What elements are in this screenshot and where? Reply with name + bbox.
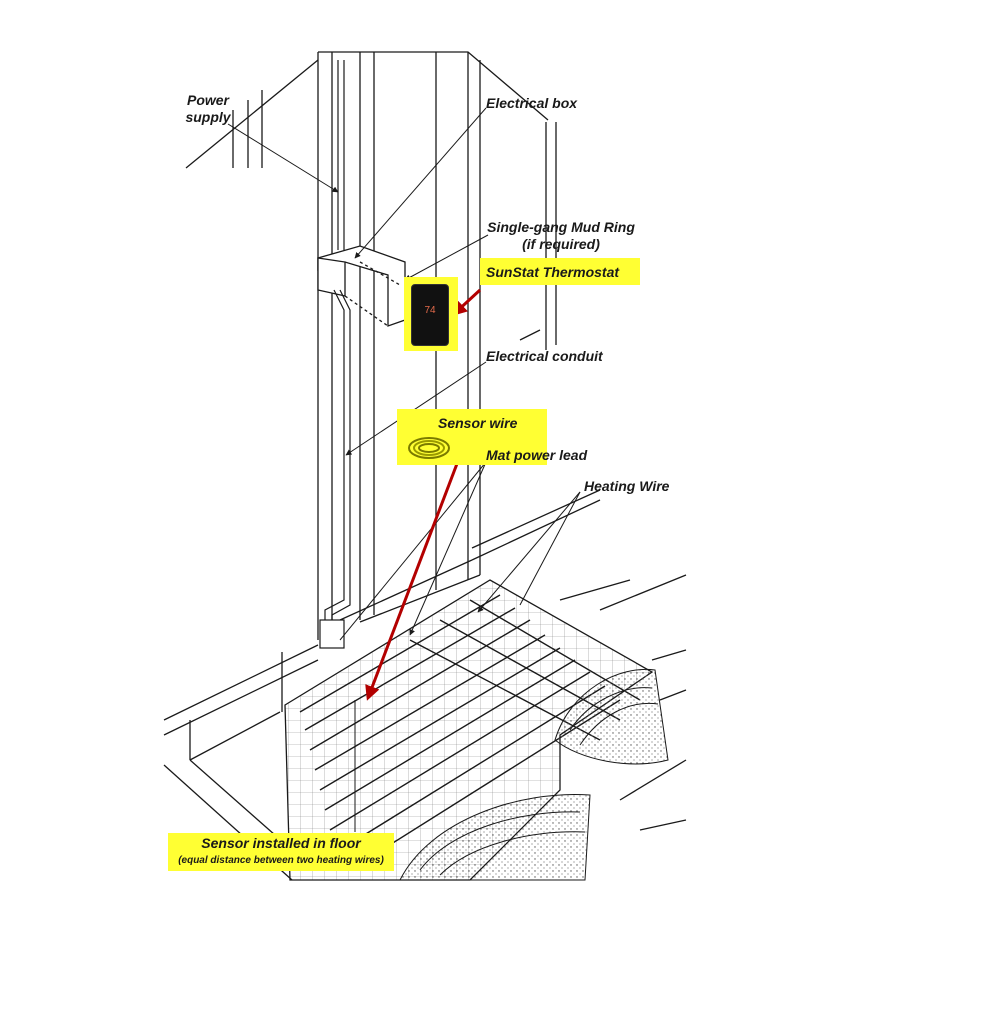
sensor-wire-coil-icon [408,437,450,459]
mud-ring-line1: Single-gang Mud Ring [487,219,635,235]
power-supply-label: Power supply [178,92,238,126]
electrical-box-label: Electrical box [486,95,578,111]
sensor-floor-highlight [168,833,394,871]
wall-studs [185,51,557,640]
leader-lines [227,107,581,832]
sensor-floor-label: Sensor installed in floor (equal distanc… [168,835,394,867]
thermostat-label-highlight [480,258,640,285]
sensor-wire-highlight [397,409,547,465]
sensor-floor-line2: (equal distance between two heating wire… [178,855,384,866]
thermostat-label: SunStat Thermostat [486,264,620,280]
electrical-conduit [319,60,351,649]
heating-mat [284,579,654,881]
sensor-floor-line1: Sensor installed in floor [201,835,361,851]
thermostat-device: 74 [411,284,449,346]
sensor-wire-label: Sensor wire [438,415,518,431]
heating-wire-label: Heating Wire [584,478,670,494]
power-supply-line2: supply [185,109,231,125]
electrical-box [317,245,406,327]
power-supply-line1: Power [186,92,229,108]
mat-power-lead-label: Mat power lead [486,447,588,463]
subfloor-cutaway [399,668,669,881]
thermostat-display: 74 [424,305,436,316]
floor-edges [163,489,687,881]
mud-ring-line2: (if required) [522,236,600,252]
conduit-label: Electrical conduit [486,348,603,364]
mud-ring-label: Single-gang Mud Ring (if required) [486,219,636,253]
red-arrows [365,288,482,701]
